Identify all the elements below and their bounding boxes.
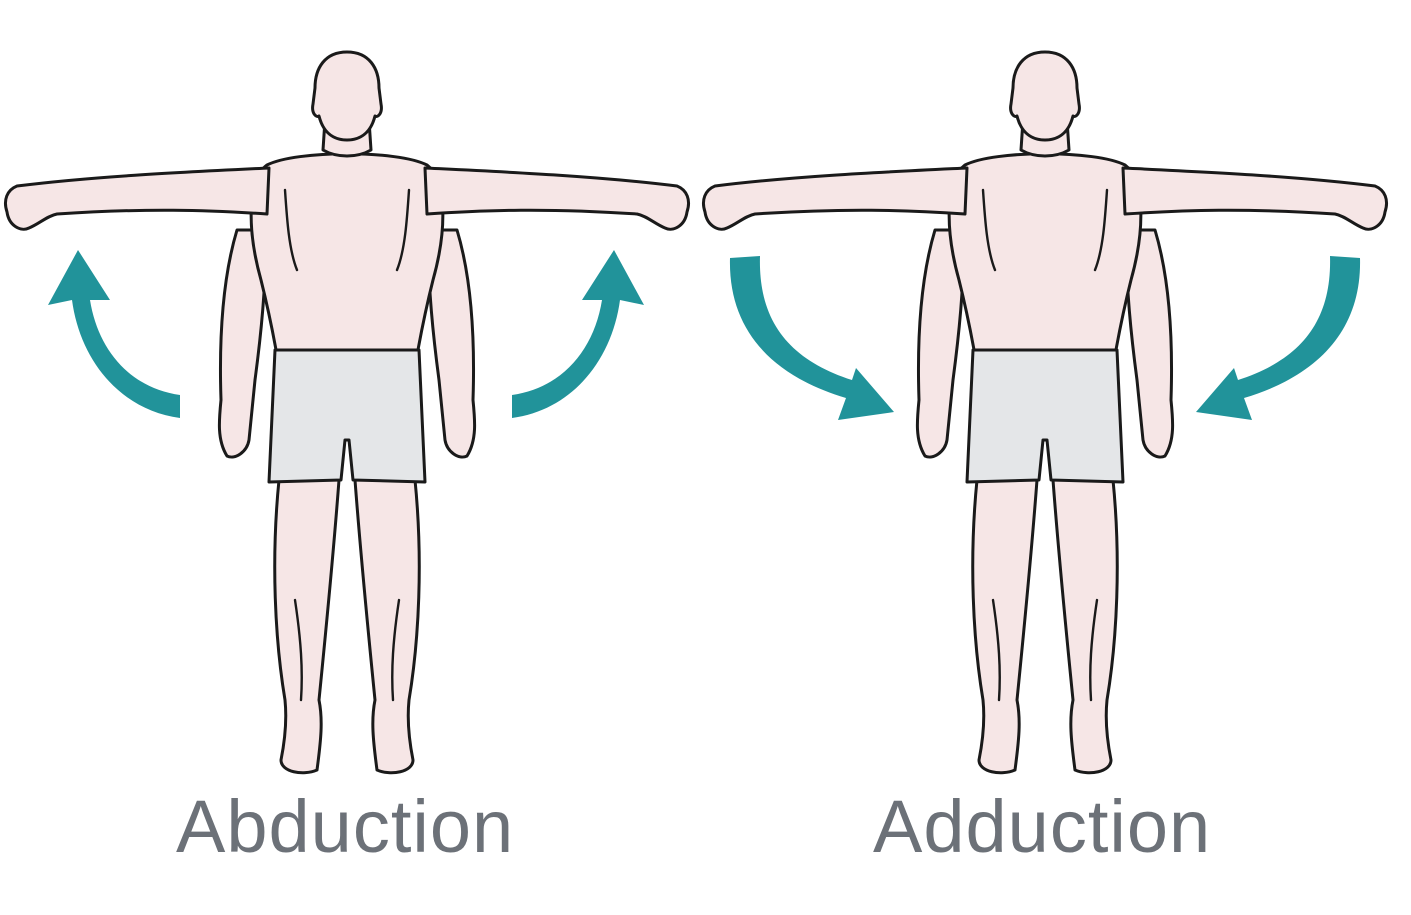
abduction-figure — [3, 50, 691, 775]
curved-arrow-down-icon — [1196, 256, 1361, 420]
curved-arrow-up-icon — [48, 250, 180, 418]
abduction-label: Abduction — [176, 785, 515, 868]
adduction-label: Adduction — [873, 785, 1212, 868]
curved-arrow-up-icon — [512, 250, 644, 418]
adduction-figure — [701, 50, 1389, 775]
curved-arrow-down-icon — [729, 256, 894, 420]
